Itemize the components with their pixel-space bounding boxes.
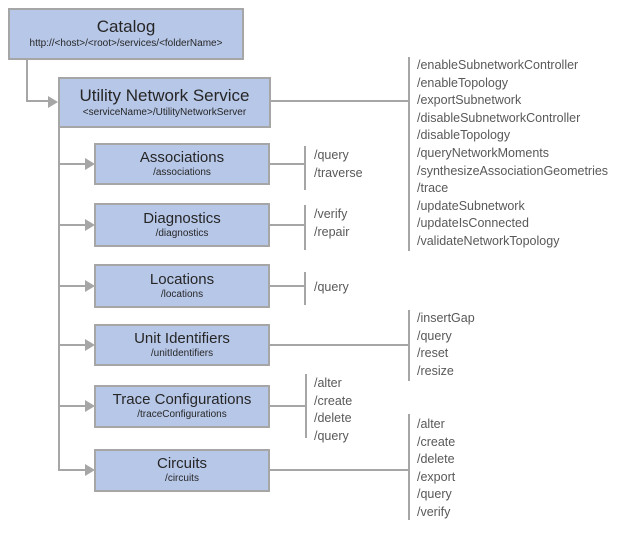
- locations-subtitle: /locations: [160, 288, 204, 300]
- node-locations: Locations /locations: [94, 264, 270, 308]
- arrowhead-icon: [85, 280, 95, 292]
- connector-branch-associations: [58, 163, 85, 165]
- ops-list-diagnostics: /verify /repair: [314, 206, 349, 241]
- ops-list-unit-identifiers: /insertGap /query /reset /resize: [417, 310, 475, 380]
- operation-label: /trace: [417, 181, 449, 196]
- operation-label: /verify: [417, 504, 451, 519]
- operation-label: /resize: [417, 363, 454, 378]
- connector-branch-locations: [58, 285, 85, 287]
- node-trace-configurations: Trace Configurations /traceConfiguration…: [94, 385, 270, 428]
- operation-label: /enableSubnetworkController: [417, 58, 579, 72]
- operation-label: /delete: [417, 452, 455, 467]
- unit-identifiers-subtitle: /unitIdentifiers: [150, 347, 214, 359]
- ops-list-uns: /enableSubnetworkController /enableTopol…: [417, 57, 608, 251]
- operation-label: /query: [417, 328, 452, 343]
- node-utility-network-service: Utility Network Service <serviceName>/Ut…: [58, 77, 271, 128]
- catalog-subtitle: http://<host>/<root>/services/<folderNam…: [29, 38, 223, 50]
- utility-network-service-subtitle: <serviceName>/UtilityNetworkServer: [82, 106, 247, 118]
- operation-label: /export: [417, 469, 456, 484]
- connector-trace-configurations-to-ops: [270, 405, 305, 407]
- unit-identifiers-title: Unit Identifiers: [134, 329, 230, 347]
- associations-subtitle: /associations: [153, 166, 211, 178]
- operation-label: /disableSubnetworkController: [417, 110, 581, 125]
- connector-circuits-to-ops: [270, 469, 408, 471]
- arrowhead-icon: [85, 464, 95, 476]
- operation-label: /exportSubnetwork: [417, 93, 522, 108]
- ops-bracket-uns: [408, 57, 410, 251]
- operation-label: /query: [314, 428, 349, 443]
- trace-configurations-title: Trace Configurations: [112, 391, 252, 409]
- operation-label: /enableTopology: [417, 75, 509, 90]
- arrowhead-icon: [85, 219, 95, 231]
- operation-label: /alter: [314, 376, 342, 390]
- operation-label: /queryNetworkMoments: [417, 145, 549, 160]
- circuits-title: Circuits: [156, 455, 207, 473]
- associations-title: Associations: [139, 148, 225, 166]
- ops-bracket-associations: [304, 146, 306, 190]
- ops-bracket-unit-identifiers: [408, 310, 410, 381]
- operation-label: /insertGap: [417, 311, 475, 325]
- operation-label: /query: [314, 148, 349, 162]
- ops-list-locations: /query: [314, 279, 349, 297]
- diagnostics-subtitle: /diagnostics: [155, 227, 209, 239]
- operation-label: /synthesizeAssociationGeometries: [417, 163, 609, 178]
- circuits-subtitle: /circuits: [165, 473, 199, 485]
- ops-list-associations: /query /traverse: [314, 147, 363, 182]
- connector-uns-to-ops: [271, 100, 408, 102]
- operation-label: /reset: [417, 346, 449, 361]
- arrowhead-icon: [85, 400, 95, 412]
- operation-label: /create: [314, 393, 353, 408]
- node-diagnostics: Diagnostics /diagnostics: [94, 203, 270, 247]
- locations-title: Locations: [149, 270, 215, 288]
- diagnostics-title: Diagnostics: [143, 209, 221, 227]
- connector-branch-trace-configurations: [58, 405, 85, 407]
- operation-label: /disableTopology: [417, 128, 511, 143]
- operation-label: /traverse: [314, 165, 363, 180]
- operation-label: /delete: [314, 411, 352, 426]
- ops-bracket-locations: [304, 272, 306, 305]
- connector-catalog-vertical: [26, 60, 28, 102]
- catalog-title: Catalog: [96, 17, 156, 37]
- node-associations: Associations /associations: [94, 143, 270, 185]
- operation-label: /updateSubnetwork: [417, 198, 525, 213]
- ops-bracket-diagnostics: [304, 205, 306, 250]
- connector-trunk-vertical: [58, 126, 60, 471]
- ops-bracket-circuits: [408, 414, 410, 520]
- connector-unit-identifiers-to-ops: [270, 344, 408, 346]
- ops-list-circuits: /alter /create /delete /export /query /v…: [417, 416, 455, 522]
- utility-network-service-title: Utility Network Service: [79, 85, 250, 105]
- connector-diagnostics-to-ops: [270, 224, 304, 226]
- connector-branch-unit-identifiers: [58, 344, 85, 346]
- operation-label: /query: [314, 280, 349, 294]
- operation-label: /updateIsConnected: [417, 216, 529, 231]
- ops-list-trace-configurations: /alter /create /delete /query: [314, 375, 352, 445]
- node-circuits: Circuits /circuits: [94, 449, 270, 492]
- node-unit-identifiers: Unit Identifiers /unitIdentifiers: [94, 324, 270, 366]
- ops-bracket-trace-configurations: [305, 374, 307, 438]
- operation-label: /verify: [314, 207, 348, 221]
- connector-branch-diagnostics: [58, 224, 85, 226]
- connector-locations-to-ops: [270, 285, 304, 287]
- arrowhead-icon: [85, 339, 95, 351]
- connector-catalog-horizontal: [26, 100, 48, 102]
- arrowhead-icon: [48, 96, 58, 108]
- operation-label: /alter: [417, 417, 445, 431]
- node-catalog: Catalog http://<host>/<root>/services/<f…: [8, 8, 244, 60]
- operation-label: /create: [417, 434, 456, 449]
- arrowhead-icon: [85, 158, 95, 170]
- operation-label: /query: [417, 487, 452, 502]
- operation-label: /validateNetworkTopology: [417, 233, 560, 248]
- operation-label: /repair: [314, 224, 350, 239]
- connector-branch-circuits: [58, 469, 85, 471]
- connector-associations-to-ops: [270, 163, 304, 165]
- trace-configurations-subtitle: /traceConfigurations: [137, 409, 227, 421]
